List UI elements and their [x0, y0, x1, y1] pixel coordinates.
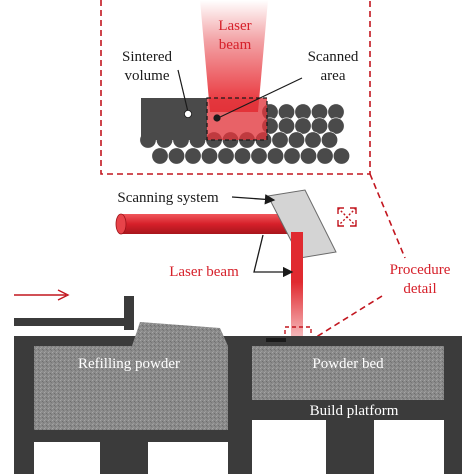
sintered-block — [141, 98, 207, 140]
powder-particle — [304, 131, 322, 149]
powder-particle — [316, 147, 334, 165]
powder-particle — [332, 147, 350, 165]
scanned-area-outline — [206, 97, 268, 141]
powder-particle — [327, 117, 345, 135]
left-outer-wall — [14, 336, 34, 474]
powder-particle — [151, 147, 169, 165]
powder-particle — [271, 131, 289, 149]
scanning-system-pointer — [231, 194, 276, 205]
detail-link-upper — [369, 173, 406, 259]
build-platform-label: Build platform — [310, 403, 399, 419]
powder-particle — [250, 147, 268, 165]
powder-particle — [266, 147, 284, 165]
scanned-leader — [217, 77, 303, 119]
powder-particle — [283, 147, 301, 165]
refilling-powder-label: Refilling powder — [78, 356, 180, 372]
move-arrows-icon — [337, 207, 357, 227]
laser-beam-down-fade — [291, 282, 303, 340]
refilling-piston-rod — [100, 442, 148, 474]
refilling-piston-plate — [34, 430, 228, 442]
recoater-blade — [124, 296, 134, 330]
scanned-dot — [213, 114, 221, 122]
sintered-volume-label-2: volume — [125, 68, 170, 84]
build-platform — [252, 400, 444, 420]
sintered-dot — [183, 110, 192, 119]
bed-top-layer — [266, 338, 286, 342]
scanning-system-label: Scanning system — [117, 190, 219, 206]
scanning-system — [115, 189, 337, 344]
recoater-arm — [14, 318, 132, 326]
laser-rod-end — [115, 213, 127, 235]
center-wall — [228, 336, 252, 474]
push-arrow-icon — [14, 289, 70, 301]
sintered-volume-label-1: Sintered — [122, 49, 172, 65]
powder-particle — [234, 147, 252, 165]
procedure-detail-label-2: detail — [403, 281, 436, 297]
laser-beam-mid-label: Laser beam — [169, 264, 239, 280]
scanned-area-label-2: area — [321, 68, 346, 84]
powder-particle — [201, 147, 219, 165]
laser-beam-top-label-1: Laser — [218, 18, 251, 34]
procedure-detail-inset: Laser beam Sintered volume Scanned area — [100, 0, 371, 175]
build-piston-rod — [326, 420, 374, 474]
powder-bed-label: Powder bed — [312, 356, 384, 372]
laser-beam-top-label-2: beam — [219, 37, 252, 53]
laser-beam-pointer — [253, 234, 294, 278]
powder-particle — [184, 147, 202, 165]
refilling-powder — [34, 322, 228, 430]
laser-rod — [120, 214, 300, 234]
sls-machine — [14, 296, 462, 474]
scanning-mirror — [267, 189, 337, 259]
powder-bed — [252, 346, 444, 400]
powder-particle — [299, 147, 317, 165]
sintered-leader — [177, 69, 189, 113]
laser-beam-down — [291, 232, 303, 282]
scanned-area-label-1: Scanned — [308, 49, 359, 65]
detail-link-lower — [312, 295, 383, 340]
right-outer-wall — [444, 336, 462, 474]
procedure-detail-label-1: Procedure — [390, 262, 451, 278]
inset-border — [100, 0, 371, 175]
powder-particle — [287, 131, 305, 149]
powder-particle — [168, 147, 186, 165]
powder-particle — [320, 131, 338, 149]
laser-cone — [200, 0, 268, 112]
powder-particle — [217, 147, 235, 165]
